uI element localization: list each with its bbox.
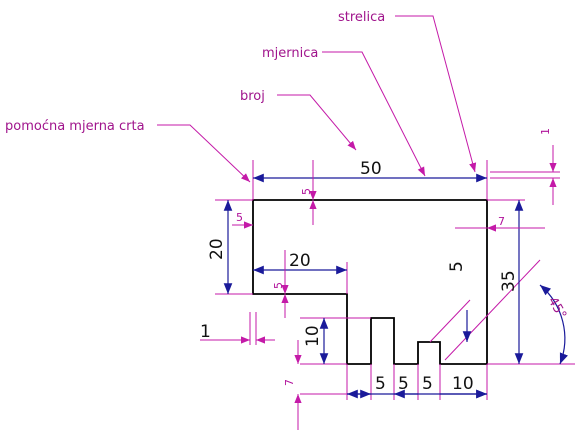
dim-arc-45: [539, 284, 568, 365]
dim-5-step: 5: [272, 282, 285, 289]
dim-1-left: 1: [200, 322, 211, 342]
dim-5-left: 5: [236, 211, 243, 224]
part-outline: [252, 199, 488, 365]
dim-5-b: 5: [398, 374, 409, 394]
dim-50: 50: [360, 159, 382, 179]
dim-5-a: 5: [375, 374, 386, 394]
callout-leaders: [157, 15, 477, 183]
callout-extension-line: pomoćna mjerna crta: [5, 119, 145, 134]
dim-7-right: 7: [498, 215, 505, 228]
callout-number: broj: [240, 89, 265, 104]
dim-5-top: 5: [300, 188, 313, 195]
dim-10-bottom: 10: [452, 374, 474, 394]
dim-20-horizontal: 20: [289, 251, 311, 271]
dim-5-notch: 5: [447, 261, 467, 272]
small-magenta-dims: [200, 145, 557, 430]
dim-1-right: 1: [539, 128, 552, 135]
dim-35: 35: [499, 270, 519, 292]
dim-5-c: 5: [422, 374, 433, 394]
dimension-lines: [223, 173, 568, 399]
callout-dimension-line: mjernica: [262, 46, 318, 61]
dim-20-vertical: 20: [207, 238, 227, 260]
dim-45-angle: 45°: [545, 295, 570, 322]
dim-10-vertical: 10: [303, 325, 323, 347]
callout-arrow: strelica: [338, 10, 385, 25]
dim-7-bottom-left: 7: [283, 379, 296, 386]
